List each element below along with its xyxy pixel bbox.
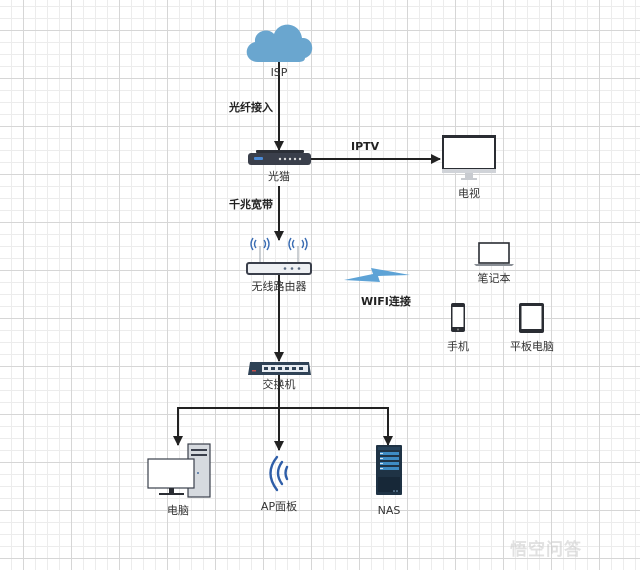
node-label-router: 无线路由器 [251,280,307,293]
edge-switch-pc [173,407,279,446]
node-label-pc: 电脑 [167,504,189,517]
node-label-laptop: 笔记本 [477,272,511,285]
wireless-router-icon [246,237,312,275]
edge-label-fiber: 光纤接入 [229,101,273,114]
wifi-bolt-icon [344,268,410,282]
nas-server-icon [376,445,402,495]
wifi-signal-icon [269,455,289,492]
switch-icon [248,362,311,375]
node-label-modem: 光猫 [268,170,290,183]
laptop-icon [474,242,514,266]
phone-icon [451,303,465,332]
node-label-nas: NAS [377,504,401,517]
edge-switch-nas [279,407,393,446]
node-label-ap: AP面板 [260,500,298,513]
tv-monitor-icon [442,135,496,180]
edge-label-gigabit: 千兆宽带 [229,198,273,211]
node-label-isp: ISP [270,66,288,79]
node-label-tv: 电视 [458,187,480,200]
node-label-tablet: 平板电脑 [510,340,554,353]
tablet-icon [519,303,544,333]
edge-label-wifi: WIFI连接 [361,295,411,308]
watermark: 悟空问答 [510,540,582,560]
node-label-phone: 手机 [447,340,469,353]
modem-icon [248,150,311,165]
node-label-switch: 交换机 [262,378,296,391]
cloud-icon [246,24,313,62]
desktop-pc-icon [147,443,211,498]
edges [173,62,441,451]
edge-label-iptv: IPTV [351,140,380,153]
